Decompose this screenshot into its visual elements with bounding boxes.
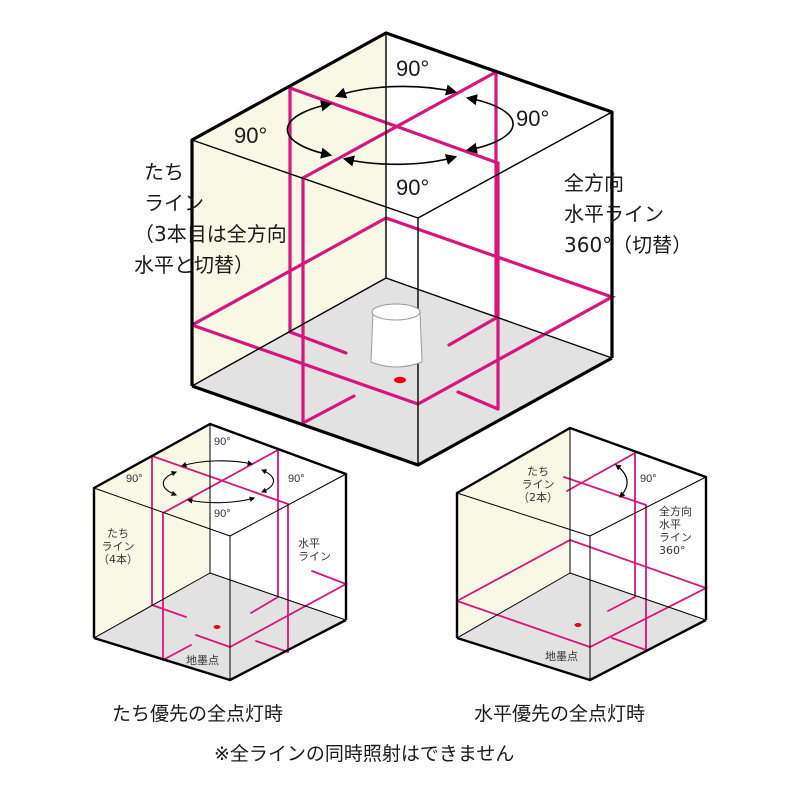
left-angle-label-left: 90° <box>126 473 143 485</box>
left-caption: たち優先の全点灯時 <box>112 703 284 725</box>
main-angle-label-front: 90° <box>396 175 430 200</box>
left-vertical-line-label: たち ライン （4本） <box>98 527 138 566</box>
left-angle-label-front: 90° <box>214 508 231 520</box>
left-angle-label-top: 90° <box>214 436 231 448</box>
main-angle-label-right: 90° <box>516 106 550 131</box>
right-vertical-line-label: たち ライン （2本） <box>518 465 558 504</box>
left-plumb-point-label: 地墨点 <box>186 654 219 667</box>
right-plumb-dot <box>574 623 582 627</box>
left-angle-label-right: 90° <box>288 473 305 485</box>
right-plumb-point-label: 地墨点 <box>545 650 578 663</box>
left-plumb-dot <box>213 625 221 629</box>
main-plumb-dot <box>394 376 406 384</box>
right-caption: 水平優先の全点灯時 <box>474 703 646 725</box>
main-angle-label-left: 90° <box>234 123 268 148</box>
laser-level-unit <box>370 303 423 368</box>
footnote: ※全ラインの同時照射はできません <box>214 743 515 765</box>
main-rotation-arrows <box>286 84 514 167</box>
right-horizontal-line-label: 全方向 水平 ライン 360° <box>659 505 692 557</box>
main-vertical-line-label: たち ライン （3本目は全方向 水平と切替） <box>134 160 287 277</box>
main-floor <box>192 278 612 465</box>
main-room-cube <box>190 31 616 467</box>
right-room-cube <box>455 426 709 682</box>
left-horizontal-line-label: 水平 ライン <box>298 537 331 563</box>
main-angle-label-top: 90° <box>396 56 430 81</box>
main-horizontal-line-label: 全方向 水平ライン 360°（切替） <box>564 171 693 257</box>
right-angle-label: 90° <box>640 473 657 485</box>
left-room-cube <box>92 422 349 682</box>
